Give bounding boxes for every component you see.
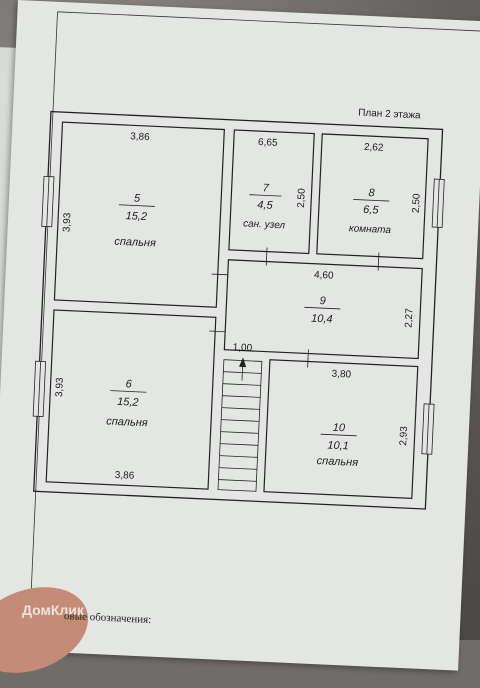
dim-room10-top: 3,80 [331,369,351,381]
outer-wall [33,110,444,510]
room-9-number: 9 [319,295,326,307]
frame-line-left [28,11,58,652]
room-7-divider [249,194,282,197]
dim-stair-width: 1,00 [232,342,252,354]
room-10-name: спальня [316,455,358,469]
plan-title: План 2 этажа [358,108,421,122]
door-marks [209,247,380,368]
room-6-number: 6 [125,378,133,390]
staircase [217,357,263,492]
room-8-name: комната [349,223,392,236]
dim-room9-top: 4,60 [314,270,334,282]
window-room8 [431,178,445,228]
dim-room6-bottom: 3,86 [115,470,135,482]
room-8-divider [353,199,390,202]
dim-room5-side: 3,93 [62,212,74,232]
room-9-walls [223,259,423,360]
dim-room6-side: 3,93 [54,377,66,397]
dim-room9-side: 2,27 [404,308,416,328]
room-5-area: 15,2 [125,210,147,223]
room-5-number: 5 [134,192,142,204]
dim-room8-top: 2,62 [364,142,384,154]
room-10-number: 10 [333,422,347,435]
room-6-divider [110,390,147,393]
room-5-divider [118,204,155,207]
room-10-divider [320,433,357,437]
room-6-walls [45,309,217,490]
room-7-name: сан. узел [243,218,286,231]
dim-room10-side: 2,93 [398,426,410,446]
watermark-logo: ДомКлик [22,602,84,618]
room-8-number: 8 [368,187,376,199]
room-7-area: 4,5 [257,199,274,212]
room-6-area: 15,2 [117,396,139,409]
window-room6 [32,360,47,417]
window-room5 [41,175,55,228]
room-6-name: спальня [106,415,148,429]
room-7-walls [228,129,315,255]
room-8-area: 6,5 [363,204,380,217]
dim-room7-top: 6,65 [258,137,278,149]
room-10-walls [263,359,419,500]
room-9-area: 10,4 [311,313,333,326]
dim-room8-side: 2,50 [411,193,423,213]
room-9-divider [304,306,341,310]
frame-line-top [57,11,480,32]
room-5-walls [53,121,225,308]
room-10-area: 10,1 [327,440,349,453]
dim-room7-side: 2,50 [296,188,308,208]
room-8-walls [316,133,429,260]
window-room10 [421,403,435,455]
room-5-name: спальня [114,236,156,250]
dim-room5-top: 3,86 [130,131,150,143]
floor-plan-drawing: План 2 этажа [28,11,480,652]
room-7-number: 7 [262,182,270,194]
document-page: План 2 этажа [0,0,480,671]
